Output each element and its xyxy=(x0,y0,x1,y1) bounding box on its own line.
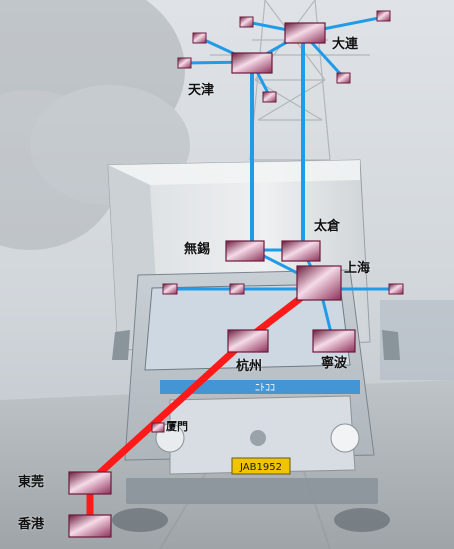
truck-mirror-left xyxy=(112,330,130,360)
node-dalian xyxy=(284,22,326,44)
label-hongkong: 香港 xyxy=(18,517,45,532)
node-small xyxy=(192,32,207,44)
node-shanghai xyxy=(296,265,342,301)
node-xiamen xyxy=(151,422,165,433)
node-hongkong xyxy=(68,514,112,538)
truck-brand-text: ﾆﾄｺｺ xyxy=(255,383,275,394)
node-small xyxy=(262,91,277,103)
label-shanghai: 上海 xyxy=(344,261,371,276)
node-wuxi xyxy=(225,240,265,262)
node-small xyxy=(162,283,178,295)
node-small xyxy=(388,283,404,295)
label-ningbo: 寧波 xyxy=(321,356,348,371)
truck-mirror-right xyxy=(382,330,400,360)
line-hangzhou-dongguan xyxy=(86,336,250,486)
node-hangzhou xyxy=(227,329,269,353)
node-small xyxy=(336,72,351,84)
node-dongguan xyxy=(68,471,112,495)
truck: ﾆﾄｺｺ JAB1952 xyxy=(107,159,400,532)
truck-wheel-right xyxy=(334,508,390,532)
license-plate xyxy=(231,457,291,475)
label-dongguan: 東莞 xyxy=(18,475,45,490)
node-taicang xyxy=(281,240,321,262)
truck-emblem xyxy=(250,430,266,446)
label-xiamen: 厦門 xyxy=(166,420,188,433)
license-plate-text: JAB1952 xyxy=(239,462,282,473)
truck-bumper xyxy=(126,478,378,504)
node-small xyxy=(376,10,391,22)
network-nodes xyxy=(68,10,404,538)
truck-wheel-left xyxy=(112,508,168,532)
node-small xyxy=(229,283,245,295)
node-ningbo xyxy=(312,329,356,353)
label-wuxi: 無錫 xyxy=(184,242,211,257)
truck-cargo-top xyxy=(108,160,360,185)
truck-windshield xyxy=(144,283,351,371)
headlight-right xyxy=(330,423,360,453)
node-tianjin xyxy=(231,52,273,74)
label-taicang: 太倉 xyxy=(314,219,341,234)
label-tianjin: 天津 xyxy=(188,83,215,98)
trees-silhouette xyxy=(0,0,190,250)
node-small xyxy=(177,57,192,69)
truck-stripe xyxy=(160,380,360,394)
node-small xyxy=(239,16,254,28)
label-hangzhou: 杭州 xyxy=(236,359,263,374)
label-dalian: 大連 xyxy=(332,37,359,52)
